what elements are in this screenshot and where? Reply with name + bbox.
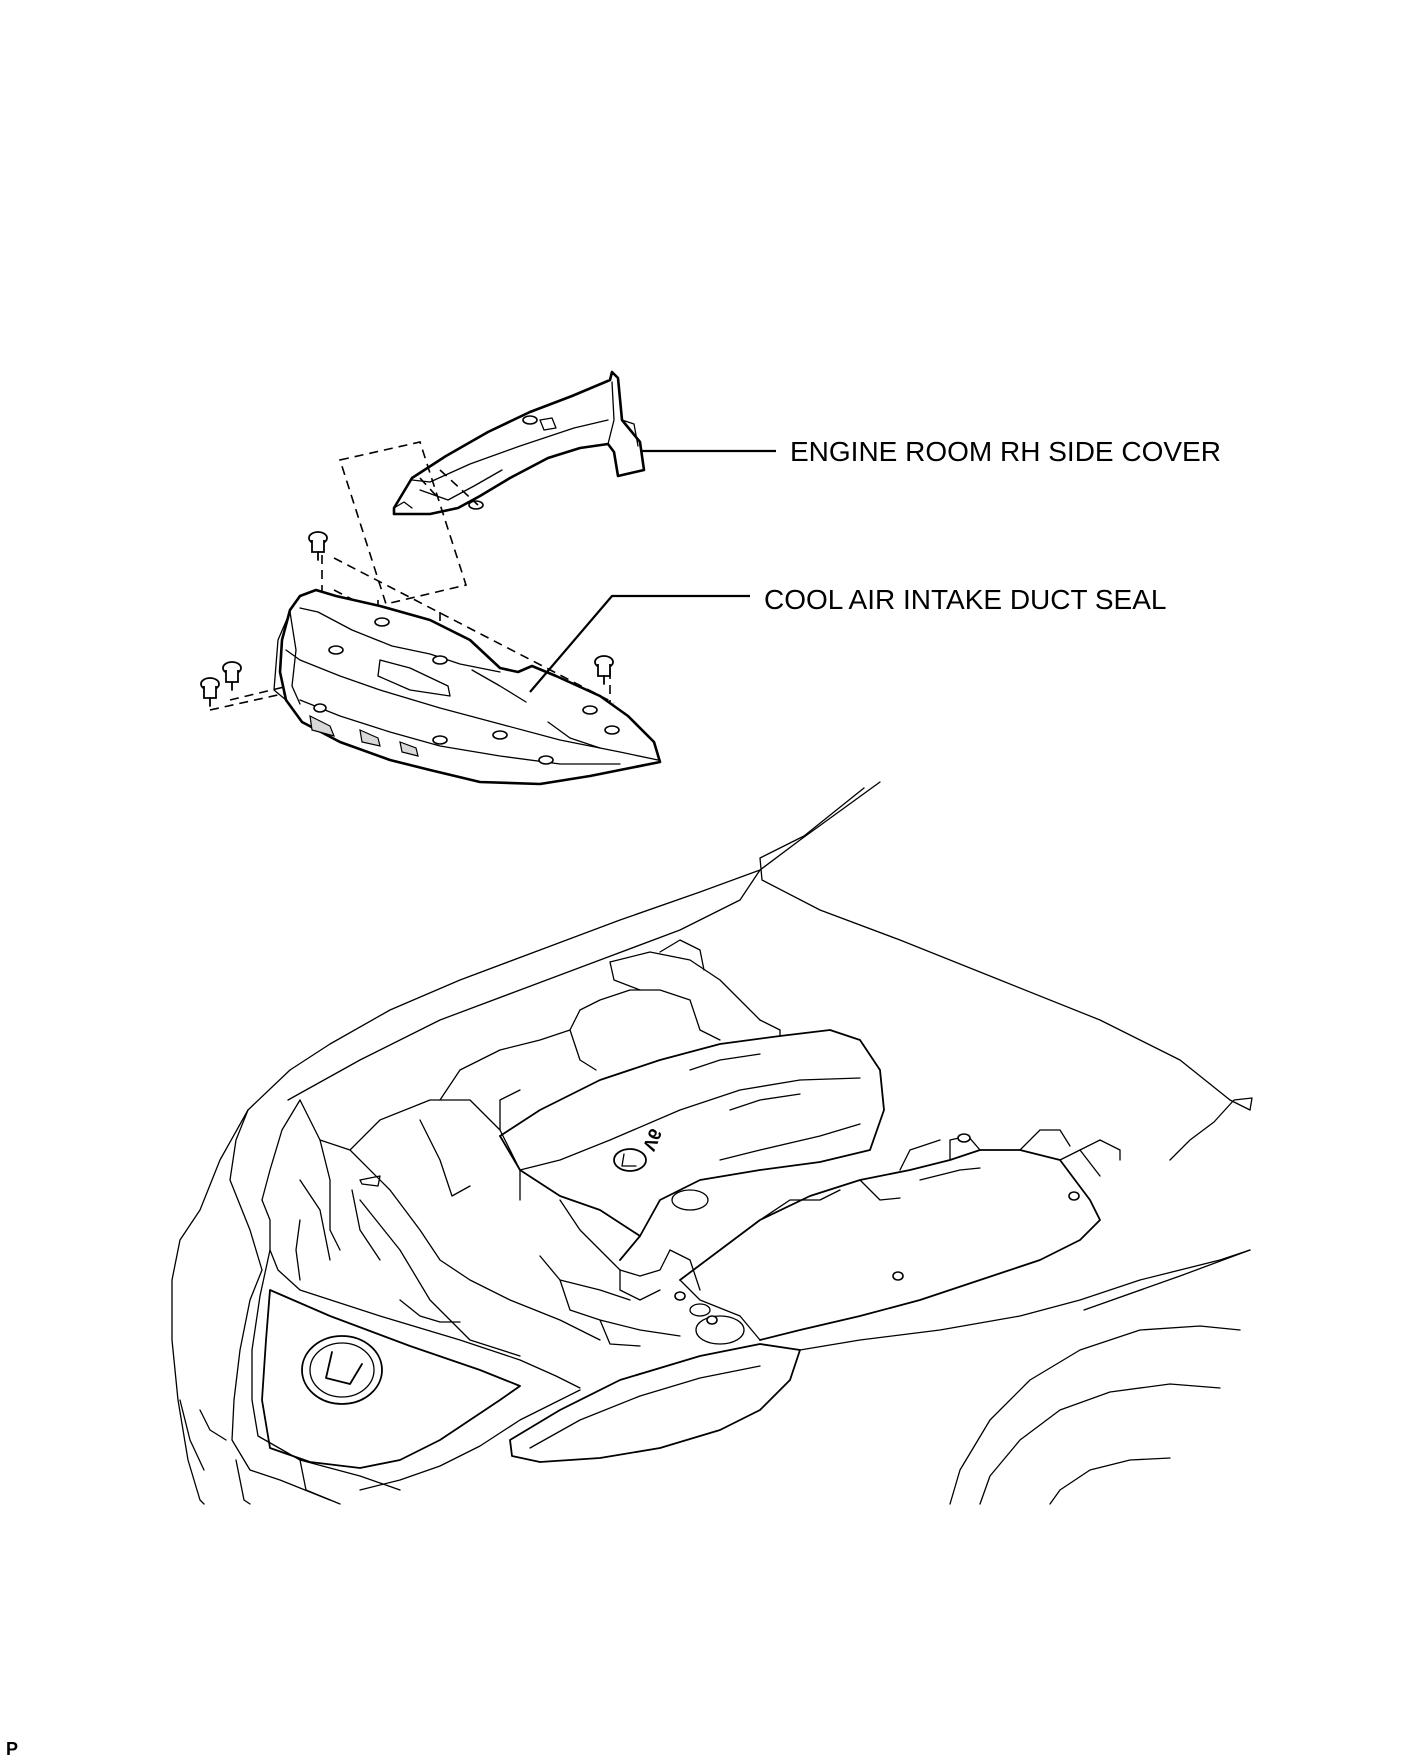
clip-icon [200,677,220,707]
clip-icon [308,531,328,561]
figure-code: P [6,1739,19,1759]
clip-icon [222,661,242,691]
clip-icon [594,655,614,685]
cool-air-intake-duct-seal-label: COOL AIR INTAKE DUCT SEAL [764,584,1167,615]
clip-fasteners [200,531,614,707]
cool-air-intake-duct-seal [273,588,662,786]
leader-lines [529,449,776,693]
lexus-engine-emblem-icon [613,1148,647,1172]
engine-badge-text: V6 [639,1126,666,1154]
engine-room-rh-side-cover [392,370,646,516]
lexus-emblem-icon [301,1335,383,1405]
engine-room-rh-side-cover-label: ENGINE ROOM RH SIDE COVER [790,436,1221,467]
vehicle-front-view: V6 [171,781,1253,1505]
